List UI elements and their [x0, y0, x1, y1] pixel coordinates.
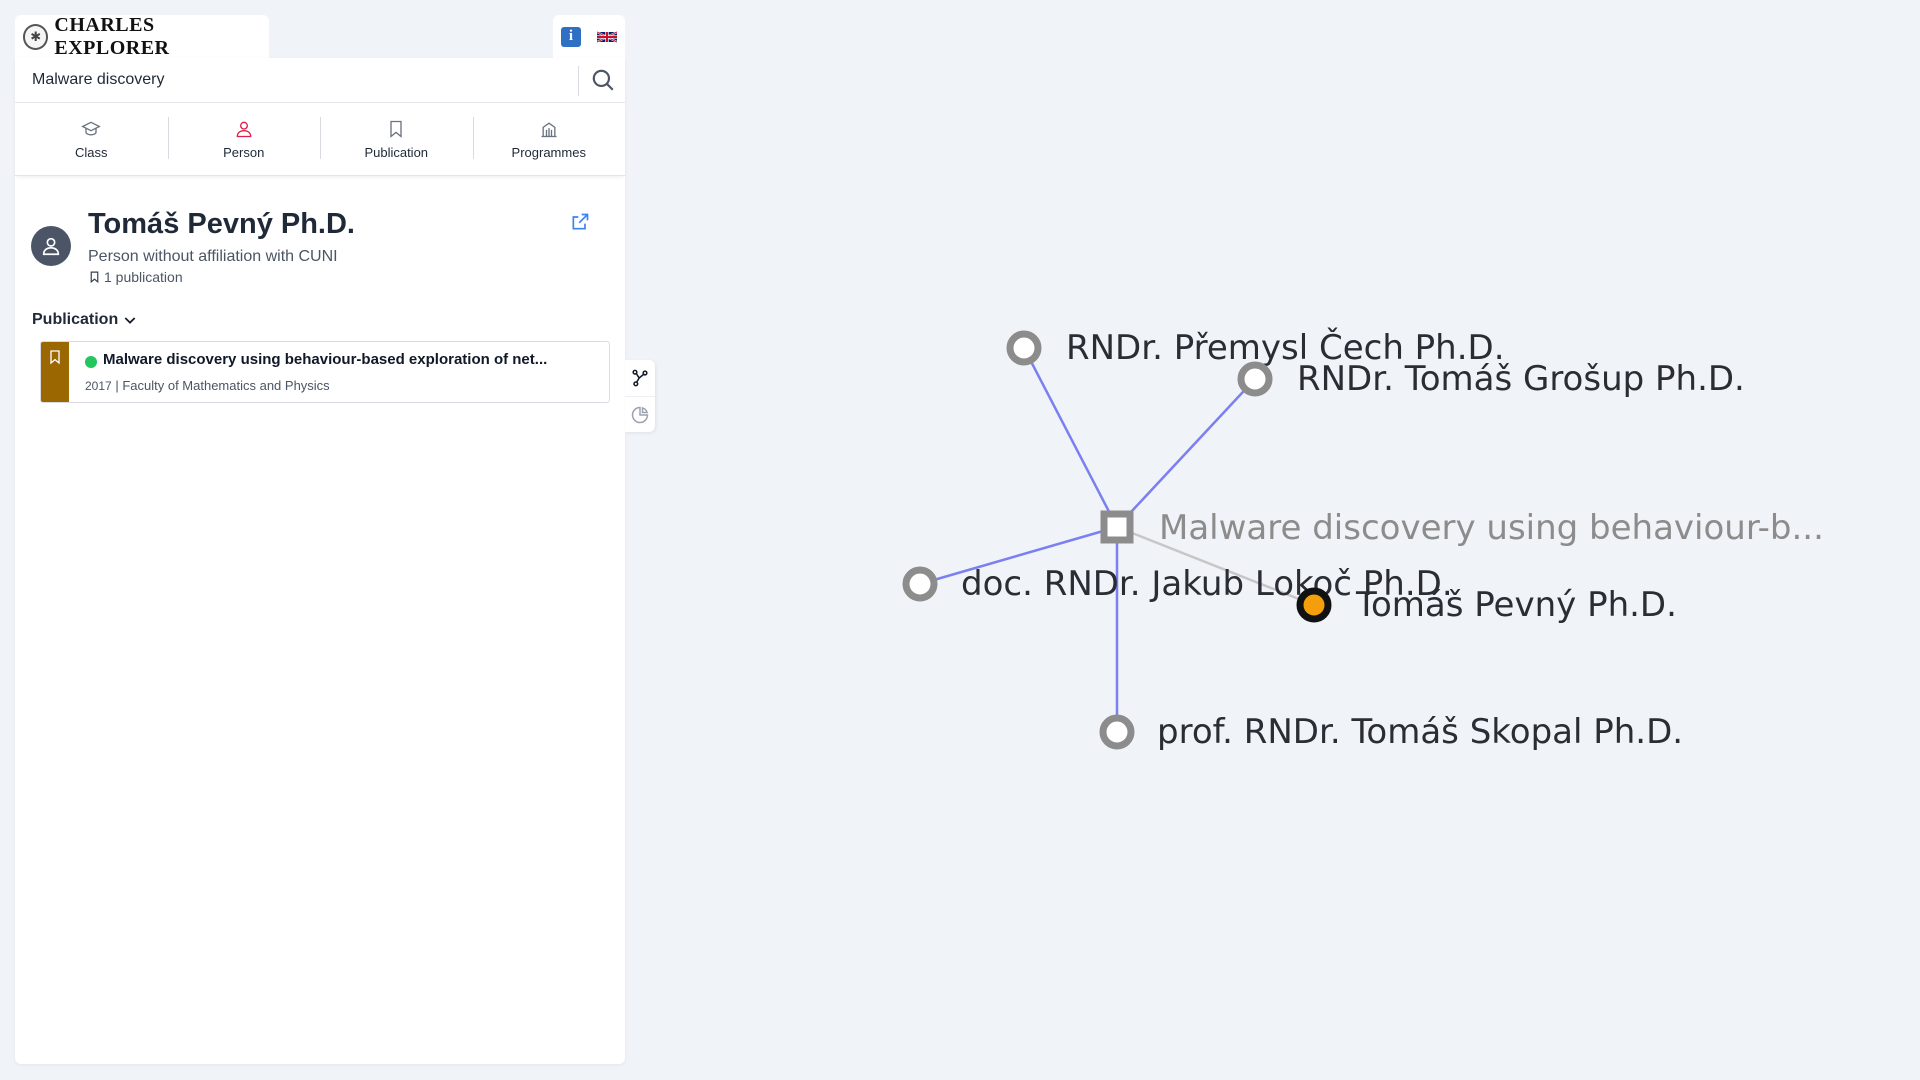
- graph-edge: [1116, 525, 1315, 607]
- person-node[interactable]: [1237, 361, 1273, 397]
- publication-count: 1 publication: [88, 269, 183, 285]
- search-bar: [15, 58, 625, 103]
- person-node-label: Tomáš Pevný Ph.D.: [1355, 585, 1677, 625]
- person-node[interactable]: [1099, 714, 1135, 750]
- avatar: [31, 226, 71, 266]
- chart-view-button[interactable]: [625, 396, 655, 433]
- person-node-label: RNDr. Tomáš Grošup Ph.D.: [1297, 359, 1745, 399]
- graph-view-button[interactable]: [625, 360, 655, 396]
- publication-section-toggle[interactable]: Publication: [32, 311, 138, 329]
- tab-class[interactable]: Class: [15, 103, 168, 175]
- graph-edge: [1116, 378, 1256, 528]
- publication-year: 2017: [85, 379, 112, 393]
- tab-person-label: Person: [223, 144, 265, 160]
- external-link-icon[interactable]: [570, 212, 590, 232]
- tab-programmes-label: Programmes: [511, 144, 586, 160]
- person-affiliation: Person without affiliation with CUNI: [88, 248, 338, 265]
- side-panel: Class Person Publication Programmes: [15, 58, 625, 1064]
- graph-edge: [919, 525, 1118, 586]
- publication-type-strip: [41, 342, 69, 402]
- page-title: Tomáš Pevný Ph.D.: [88, 208, 355, 240]
- uk-flag-icon[interactable]: [597, 30, 617, 44]
- person-node[interactable]: [902, 566, 938, 602]
- person-node-label: prof. RNDr. Tomáš Skopal Ph.D.: [1157, 712, 1683, 752]
- tab-person[interactable]: Person: [167, 103, 321, 175]
- search-icon[interactable]: [590, 67, 616, 93]
- network-graph[interactable]: Malware discovery using behaviour-b... R…: [660, 0, 1920, 1080]
- search-input[interactable]: [15, 59, 594, 101]
- bookmark-small-icon: [90, 271, 99, 284]
- person-node-label: RNDr. Přemysl Čech Ph.D.: [1066, 327, 1505, 368]
- tab-class-label: Class: [74, 144, 108, 160]
- university-seal-icon: ✱: [23, 23, 49, 50]
- graph-icon: [632, 369, 648, 387]
- publication-node-label: Malware discovery using behaviour-b...: [1159, 508, 1824, 548]
- person-icon: [236, 121, 252, 137]
- publication-node[interactable]: [1100, 510, 1134, 544]
- graph-canvas[interactable]: Malware discovery using behaviour-b... R…: [660, 0, 1920, 1080]
- pie-chart-icon: [631, 406, 649, 424]
- publication-meta: 2017 | Faculty of Mathematics and Physic…: [85, 378, 330, 393]
- publication-faculty: Faculty of Mathematics and Physics: [122, 378, 330, 393]
- publication-title: Malware discovery using behaviour-based …: [103, 351, 548, 368]
- tab-publication-label: Publication: [364, 144, 429, 160]
- logo[interactable]: ✱ CHARLES EXPLORER: [15, 13, 269, 59]
- graph-edge: [1022, 347, 1119, 528]
- tab-programmes[interactable]: Programmes: [472, 103, 626, 175]
- search-divider: [578, 66, 579, 96]
- bookmark-icon: [50, 350, 60, 365]
- logo-text: CHARLES EXPLORER: [54, 13, 170, 59]
- view-switcher: [625, 360, 655, 432]
- person-node[interactable]: [1006, 330, 1042, 366]
- meta-separator: |: [115, 378, 123, 393]
- category-tabs: Class Person Publication Programmes: [15, 103, 625, 176]
- publication-card[interactable]: Malware discovery using behaviour-based …: [40, 341, 610, 403]
- info-icon[interactable]: i: [561, 26, 581, 47]
- tab-publication[interactable]: Publication: [320, 103, 473, 175]
- bookmark-icon: [390, 120, 402, 138]
- publication-count-label: 1 publication: [104, 269, 183, 285]
- person-node-label: doc. RNDr. Jakub Lokoč Ph.D.: [961, 564, 1453, 604]
- publication-section-title: Publication: [32, 311, 119, 328]
- highlighted-person-node[interactable]: [1296, 587, 1332, 623]
- building-icon: [541, 121, 557, 137]
- top-actions: i: [553, 15, 625, 58]
- person-avatar-icon: [42, 237, 60, 256]
- graduation-cap-icon: [81, 121, 102, 136]
- status-dot: [85, 356, 97, 368]
- chevron-down-icon: [124, 317, 136, 324]
